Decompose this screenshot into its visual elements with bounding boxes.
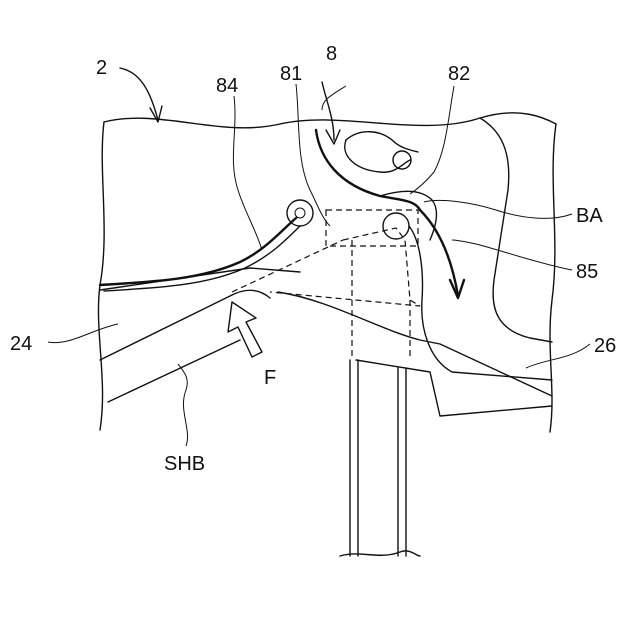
label-26: 26 bbox=[594, 335, 616, 357]
flow-arrow-downward bbox=[420, 210, 464, 298]
flange-84 bbox=[100, 200, 313, 291]
label-82: 82 bbox=[448, 63, 470, 85]
label-2: 2 bbox=[96, 57, 107, 79]
label-84: 84 bbox=[216, 75, 238, 97]
label-81: 81 bbox=[280, 63, 302, 85]
label-8: 8 bbox=[326, 43, 337, 65]
dashed-region bbox=[232, 210, 420, 360]
label-BA: BA bbox=[576, 205, 603, 227]
vertical-post bbox=[340, 360, 420, 556]
arrow-2-pointer bbox=[120, 68, 162, 122]
force-arrow-F bbox=[228, 302, 262, 357]
member-26 bbox=[278, 118, 552, 416]
label-85: 85 bbox=[576, 261, 598, 283]
label-24: 24 bbox=[10, 333, 32, 355]
label-F: F bbox=[264, 367, 276, 389]
label-SHB: SHB bbox=[164, 453, 205, 475]
hook-81 bbox=[383, 213, 552, 380]
